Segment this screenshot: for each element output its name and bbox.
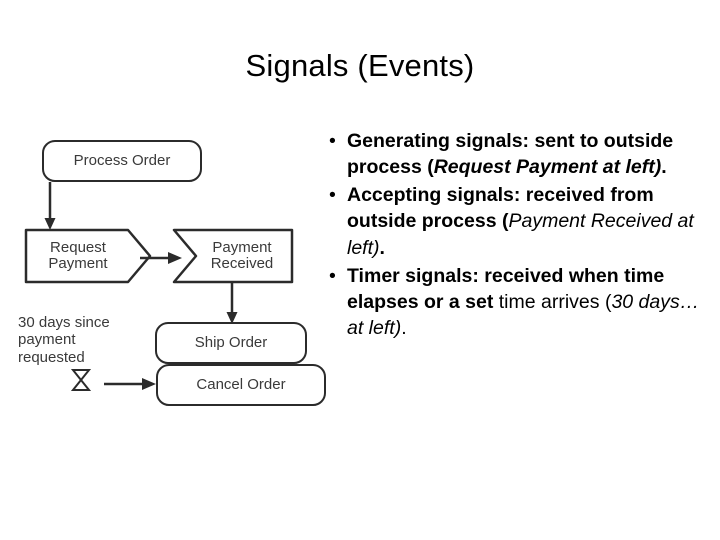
- timer-label: 30 days since payment requested: [18, 314, 110, 366]
- signals-diagram: Process Order Request Payment Payment Re…: [10, 128, 326, 428]
- bullet-marker: •: [329, 130, 336, 152]
- bullet-run: .: [379, 236, 385, 259]
- connector-process-to-request: [44, 182, 56, 230]
- diagram-node-cancel-order: Cancel Order: [156, 364, 326, 406]
- list-item: • Timer signals: received when time elap…: [325, 263, 705, 341]
- bullet-run: Generating signals: sent to outside proc…: [347, 130, 674, 179]
- diagram-node-payment-received: Payment Received: [172, 228, 294, 284]
- bullet-list: • Generating signals: sent to outside pr…: [325, 128, 705, 343]
- bullet-run: Request Payment at left): [433, 156, 662, 179]
- diagram-node-process-order: Process Order: [42, 140, 202, 182]
- bullet-run: Accepting signals: received from outside…: [347, 184, 654, 233]
- bullet-run: .: [401, 316, 407, 339]
- diagram-node-request-payment: Request Payment: [24, 228, 152, 284]
- node-label: Process Order: [73, 152, 171, 170]
- node-label: Request Payment: [48, 238, 108, 272]
- connector-received-to-ship: [226, 282, 238, 324]
- node-label: Payment Received: [210, 238, 274, 272]
- connector-timer-to-cancel: [104, 378, 156, 390]
- page-title: Signals (Events): [245, 48, 475, 83]
- bullet-run: Payment Received at left): [347, 210, 694, 259]
- bullet-run: 30 days… at left): [347, 290, 700, 339]
- bullet-run: .: [661, 156, 667, 179]
- list-item: • Generating signals: sent to outside pr…: [325, 128, 705, 180]
- bullet-marker: •: [329, 264, 336, 287]
- bullet-run: Timer signals: received when time elapse…: [347, 264, 665, 313]
- connector-request-to-received: [140, 252, 182, 264]
- diagram-node-ship-order: Ship Order: [155, 322, 307, 364]
- bullet-run: time arrives (: [498, 290, 612, 313]
- list-item: • Accepting signals: received from outsi…: [325, 182, 705, 260]
- bullet-marker: •: [329, 184, 336, 207]
- node-label: Cancel Order: [196, 376, 286, 394]
- node-label: Ship Order: [194, 334, 268, 352]
- hourglass-timer-icon: [70, 369, 92, 391]
